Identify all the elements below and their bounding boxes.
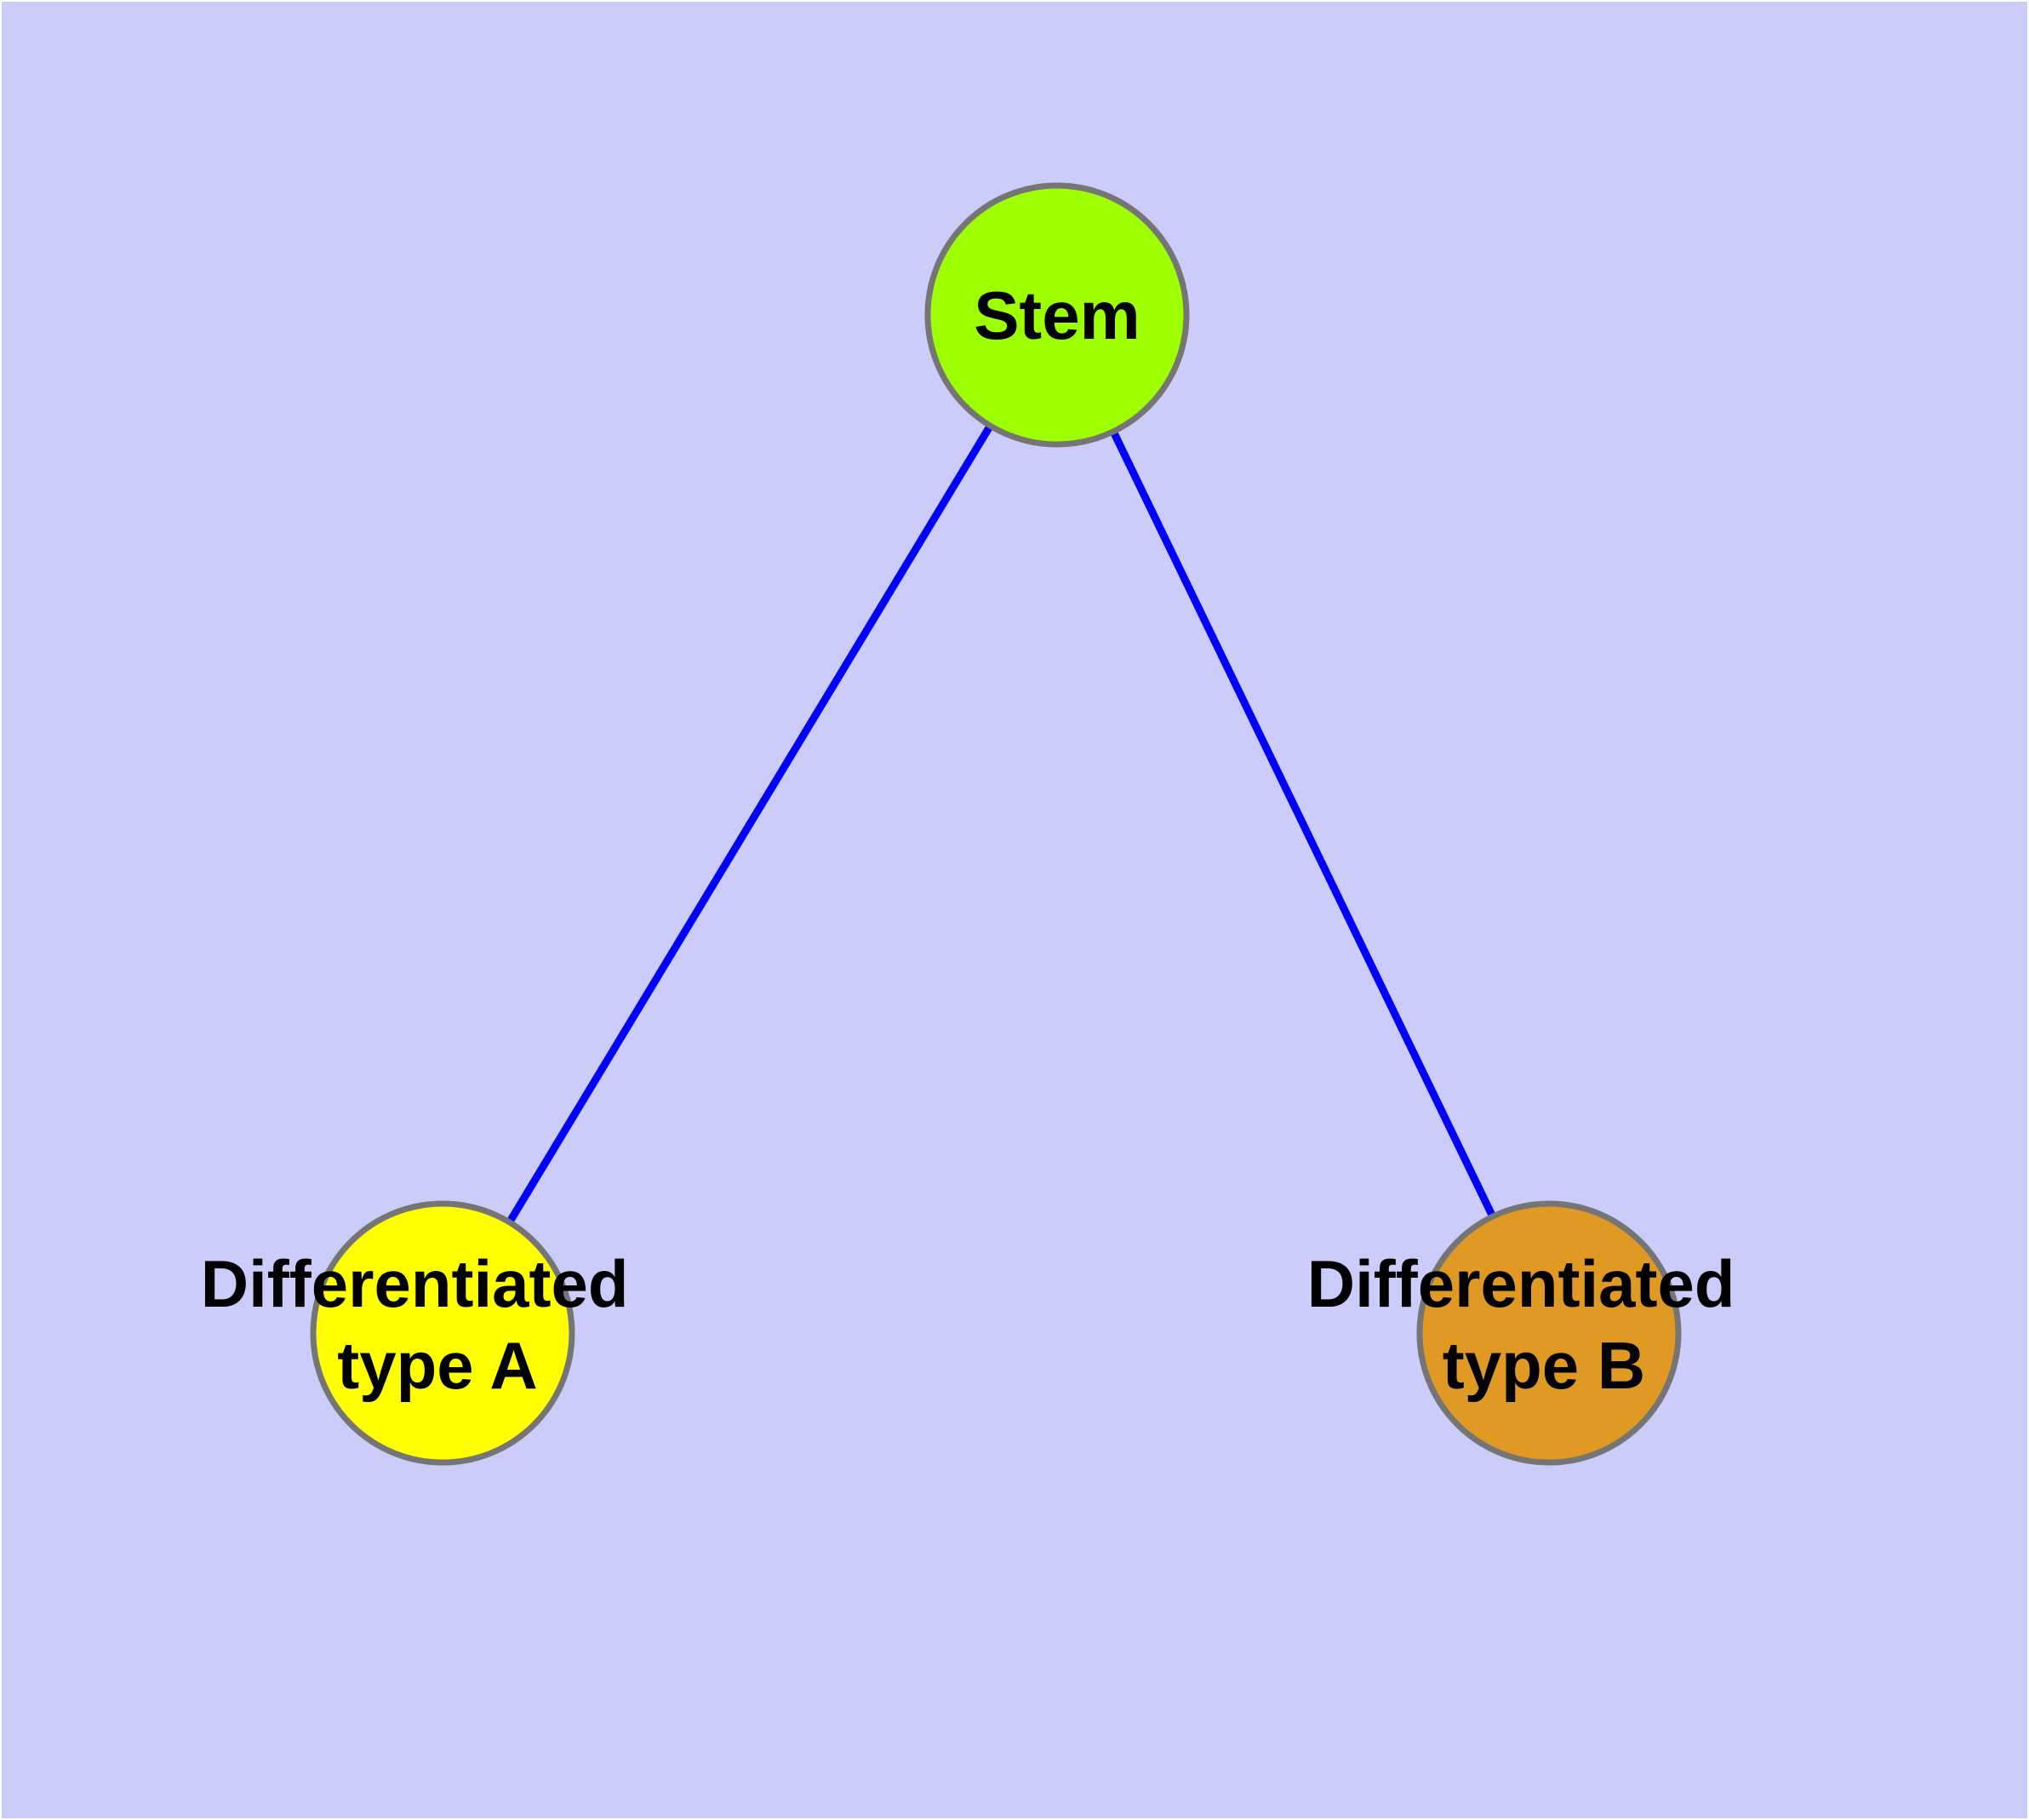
node-label-differentiated-type-b: Differentiated type B	[1307, 1246, 1753, 1403]
edge-stem-to-differentiated-type-b[interactable]	[1053, 313, 1553, 1335]
node-differentiated-type-a[interactable]	[310, 1200, 575, 1466]
node-label-differentiated-type-b-line-2: type B	[1443, 1328, 1645, 1403]
edge-layer	[439, 312, 1553, 1336]
node-stem[interactable]	[924, 182, 1190, 448]
node-layer	[310, 182, 1682, 1466]
node-label-stem: Stem	[974, 278, 1140, 353]
node-differentiated-type-b[interactable]	[1416, 1200, 1682, 1466]
edge-stem-to-differentiated-type-a[interactable]	[439, 312, 1060, 1336]
node-label-differentiated-type-b-line-1: Differentiated	[1307, 1246, 1735, 1321]
label-layer: Stem Differentiated type A Differentiate…	[201, 278, 1753, 1403]
node-label-differentiated-type-a: Differentiated type A	[201, 1246, 647, 1403]
node-label-stem-line-1: Stem	[974, 278, 1140, 353]
node-label-differentiated-type-a-line-2: type A	[337, 1328, 538, 1403]
node-label-differentiated-type-a-line-1: Differentiated	[201, 1246, 629, 1321]
